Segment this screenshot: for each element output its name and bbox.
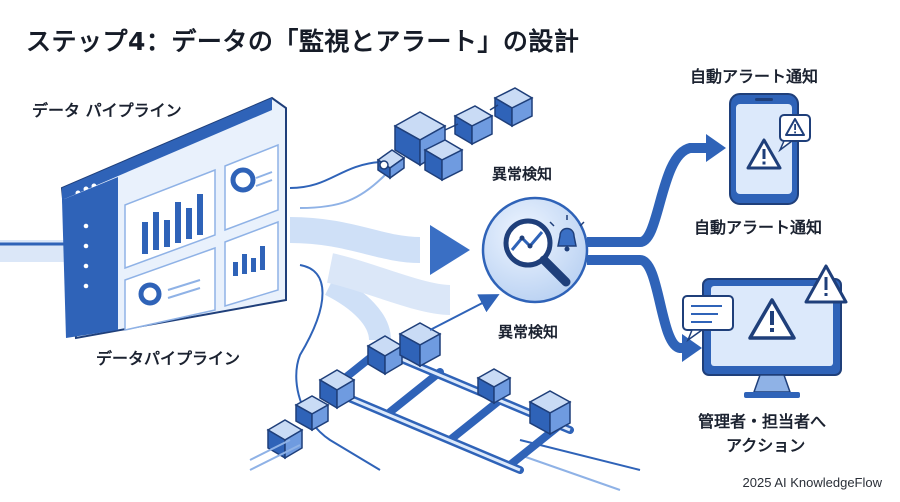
alert-label-mid: 自動アラート通知 [694,218,823,237]
pipeline-label-top: データ パイプライン [32,101,182,120]
smartphone-alert-icon [729,93,811,205]
detection-label-bottom: 異常検知 [498,323,559,341]
page-title: ステップ4：データの「監視とアラート」の設計 [26,27,580,56]
action-label-line1: 管理者・担当者へ [698,412,827,431]
action-label-line2: アクション [726,436,806,455]
big-flow-arrow-head [430,225,470,275]
alert-label-top: 自動アラート通知 [690,67,819,86]
monitor-alert-icon [682,264,848,398]
dashboard-window-icon [60,96,287,340]
pipeline-grid-bottom-icon [249,322,574,474]
pipeline-cubes-top-icon [376,87,534,182]
magnifier-bell-icon [481,196,589,304]
grid-to-detection-arrow [429,294,500,331]
pipeline-label-bottom: データパイプライン [96,349,241,368]
footer-credit: 2025 AI KnowledgeFlow [742,475,882,490]
detection-label-top: 異常検知 [492,165,553,183]
